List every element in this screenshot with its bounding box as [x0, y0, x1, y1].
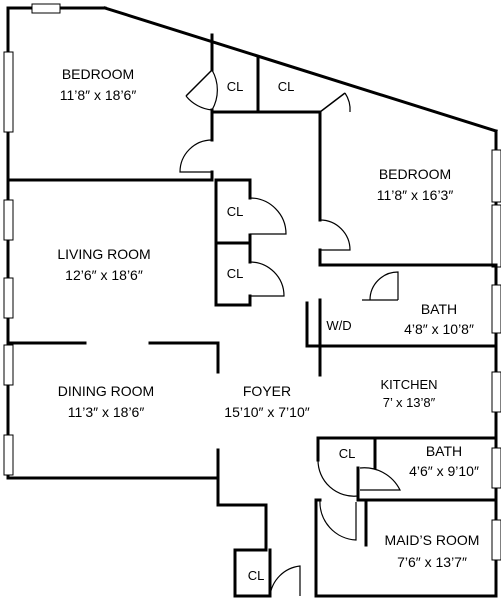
door-bedroom2-swing: [319, 219, 351, 251]
label-cl-entry: CL: [248, 568, 265, 583]
door-maids-swing: [319, 499, 357, 541]
door-entry-swing: [269, 565, 301, 597]
label-bath1-name: BATH: [421, 301, 457, 317]
window-right-3: [491, 284, 501, 334]
label-cl-living-bottom: CL: [227, 266, 244, 281]
label-kitchen-name: KITCHEN: [380, 377, 437, 392]
label-kitchen-dims: 7’ x 13’8″: [383, 395, 436, 410]
label-wd: W/D: [326, 318, 351, 333]
label-maids-dims: 7’6″ x 13’7″: [397, 554, 467, 570]
windows: [3, 3, 501, 561]
label-foyer-name: FOYER: [243, 383, 291, 399]
door-cl-bed2-swing: [344, 92, 351, 113]
window-left-2: [3, 199, 14, 241]
label-foyer-dims: 15’10″ x 7’10″: [224, 404, 309, 420]
window-left-3: [3, 277, 14, 319]
door-cl-living-bottom-swing: [249, 261, 285, 297]
door-cl-bath2-swing: [317, 459, 359, 497]
window-left-1: [3, 51, 14, 133]
door-hall-swing: [179, 139, 213, 173]
window-right-5: [491, 447, 501, 489]
label-living-name: LIVING ROOM: [57, 246, 150, 262]
door-cl-bed1-swing: [211, 69, 218, 111]
doors: [179, 69, 401, 597]
label-bedroom1-dims: 11’8″ x 18’6″: [60, 87, 137, 103]
label-cl-bath2: CL: [339, 446, 356, 461]
window-right-2: [491, 204, 501, 268]
label-cl-living-top: CL: [227, 204, 244, 219]
closet-labels: CL CL CL CL CL CL W/D: [227, 79, 356, 583]
door-bedroom1-swing: [185, 95, 213, 111]
window-right-4: [491, 371, 501, 413]
door-cl-bed2: [319, 92, 346, 113]
door-bedroom1: [185, 69, 213, 97]
label-dining-name: DINING ROOM: [58, 383, 154, 399]
label-maids-name: MAID’S ROOM: [385, 532, 480, 548]
label-bath1-dims: 4’8″ x 10’8″: [404, 321, 474, 337]
label-living-dims: 12’6″ x 18’6″: [65, 267, 143, 283]
door-cl-living-top-swing: [249, 197, 287, 235]
window-top: [31, 3, 61, 14]
window-left-4: [3, 344, 14, 386]
door-bath1-swing: [369, 271, 399, 301]
label-bath2-name: BATH: [426, 443, 462, 459]
label-bath2-dims: 4’6″ x 9’10″: [409, 463, 479, 479]
door-bath2-swing: [359, 467, 401, 491]
window-right-1: [491, 149, 501, 203]
interior-walls: [6, 33, 498, 598]
label-bedroom1-name: BEDROOM: [62, 66, 134, 82]
label-dining-dims: 11’3″ x 18’6″: [68, 404, 145, 420]
label-bedroom2-dims: 11’8″ x 16’3″: [377, 187, 454, 203]
exterior-wall-slanted: [103, 6, 498, 133]
room-labels: BEDROOM 11’8″ x 18’6″ BEDROOM 11’8″ x 16…: [57, 66, 479, 570]
window-left-5: [3, 434, 14, 476]
label-bedroom2-name: BEDROOM: [379, 166, 451, 182]
window-right-6: [491, 519, 501, 561]
label-cl-bed1: CL: [227, 79, 244, 94]
label-cl-bed2: CL: [278, 79, 295, 94]
